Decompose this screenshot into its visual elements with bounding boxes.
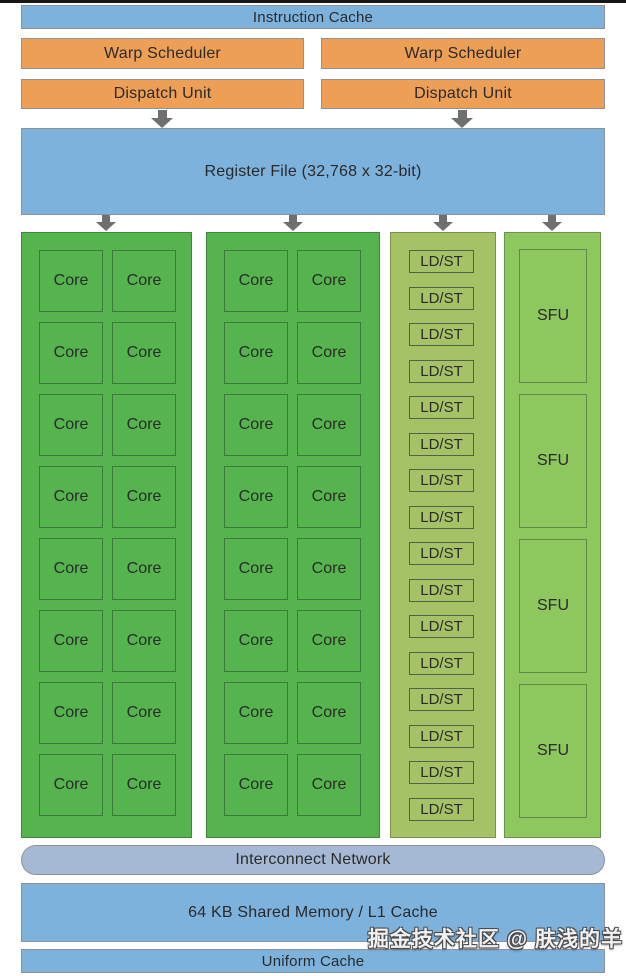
ldst-unit: LD/ST — [409, 615, 474, 638]
watermark-text: 掘金技术社区 @ 肤浅的羊 — [367, 928, 623, 951]
core-unit: Core — [39, 610, 103, 672]
core-unit: Core — [297, 394, 361, 456]
sfu-unit: SFU — [519, 539, 587, 673]
core-unit: Core — [224, 322, 288, 384]
ldst-unit: LD/ST — [409, 469, 474, 492]
ldst-unit: LD/ST — [409, 359, 474, 383]
down-arrow-icon — [151, 110, 173, 128]
core-unit: Core — [112, 538, 176, 600]
core-unit: Core — [297, 610, 361, 672]
instruction-cache-label: Instruction Cache — [252, 8, 374, 26]
warp-scheduler-block-left: Warp Scheduler — [21, 38, 304, 69]
ldst-unit: LD/ST — [409, 761, 474, 784]
warp-scheduler-label: Warp Scheduler — [404, 44, 522, 62]
register-file-block: Register File (32,768 x 32-bit) — [21, 128, 605, 215]
interconnect-network-block: Interconnect Network — [21, 845, 605, 875]
core-unit: Core — [112, 682, 176, 744]
core-unit: Core — [224, 538, 288, 600]
core-unit: Core — [297, 466, 361, 528]
core-unit: Core — [224, 250, 288, 312]
core-unit: Core — [297, 538, 361, 600]
instruction-cache-block: Instruction Cache — [21, 5, 605, 29]
down-arrow-icon — [433, 215, 453, 231]
dispatch-unit-block-left: Dispatch Unit — [21, 79, 304, 109]
ldst-unit: LD/ST — [409, 797, 474, 821]
core-unit: Core — [39, 394, 103, 456]
register-file-label: Register File (32,768 x 32-bit) — [204, 162, 422, 180]
ldst-unit: LD/ST — [409, 323, 474, 346]
core-unit: Core — [39, 466, 103, 528]
shared-memory-label: 64 KB Shared Memory / L1 Cache — [188, 903, 438, 921]
core-unit: Core — [297, 322, 361, 384]
dispatch-unit-label: Dispatch Unit — [414, 85, 512, 102]
ldst-unit: LD/ST — [409, 250, 474, 273]
ldst-unit: LD/ST — [409, 578, 474, 602]
core-unit: Core — [224, 682, 288, 744]
ldst-unit: LD/ST — [409, 505, 474, 529]
ldst-unit: LD/ST — [409, 651, 474, 675]
ldst-unit: LD/ST — [409, 396, 474, 419]
uniform-cache-block: Uniform Cache — [21, 949, 605, 973]
ldst-unit: LD/ST — [409, 724, 474, 748]
warp-scheduler-block-right: Warp Scheduler — [321, 38, 605, 69]
core-unit: Core — [297, 682, 361, 744]
dispatch-unit-block-right: Dispatch Unit — [321, 79, 605, 109]
ldst-unit: LD/ST — [409, 286, 474, 310]
core-unit: Core — [39, 538, 103, 600]
core-unit: Core — [297, 250, 361, 312]
core-unit: Core — [297, 754, 361, 816]
core-unit: Core — [112, 466, 176, 528]
dispatch-unit-label: Dispatch Unit — [113, 85, 212, 102]
core-unit: Core — [112, 250, 176, 312]
ldst-unit: LD/ST — [409, 432, 474, 456]
down-arrow-icon — [451, 110, 473, 128]
core-unit: Core — [224, 466, 288, 528]
uniform-cache-label: Uniform Cache — [261, 952, 365, 970]
interconnect-network-label: Interconnect Network — [235, 851, 391, 868]
core-unit: Core — [112, 610, 176, 672]
core-unit: Core — [112, 754, 176, 816]
core-unit: Core — [39, 250, 103, 312]
sfu-unit: SFU — [519, 394, 587, 528]
down-arrow-icon — [283, 215, 303, 231]
core-unit: Core — [112, 394, 176, 456]
core-unit: Core — [39, 754, 103, 816]
sfu-unit: SFU — [519, 249, 587, 383]
core-unit: Core — [224, 394, 288, 456]
shared-memory-block: 64 KB Shared Memory / L1 Cache — [21, 883, 605, 942]
ldst-unit: LD/ST — [409, 542, 474, 565]
ldst-block: LD/ST LD/ST LD/ST LD/ST LD/ST LD/ST LD/ST LD/ST… — [390, 232, 496, 838]
sfu-unit: SFU — [519, 684, 587, 818]
top-border-strip — [0, 0, 626, 3]
core-unit: Core — [224, 610, 288, 672]
core-unit: Core — [224, 754, 288, 816]
sfu-block: SFU SFU SFU SFU — [504, 232, 601, 838]
warp-scheduler-label: Warp Scheduler — [104, 44, 221, 62]
core-unit: Core — [39, 682, 103, 744]
ldst-unit: LD/ST — [409, 688, 474, 711]
core-unit: Core — [112, 322, 176, 384]
down-arrow-icon — [96, 215, 116, 231]
down-arrow-icon — [542, 215, 562, 231]
core-unit: Core — [39, 322, 103, 384]
